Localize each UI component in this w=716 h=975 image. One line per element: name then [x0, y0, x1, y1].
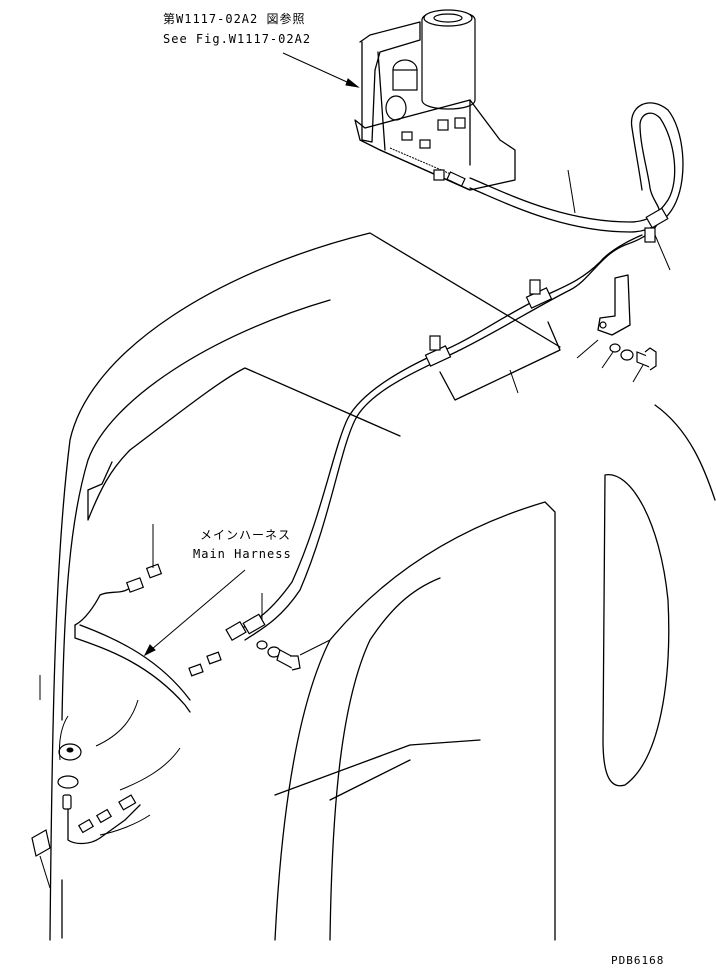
- main-harness-label-jp: メインハーネス: [200, 528, 292, 542]
- rear-side-window: [602, 474, 670, 787]
- figure-code: PDB6168: [611, 954, 665, 967]
- bracket-bolt-assembly: [597, 274, 657, 371]
- roof-panel-section: [439, 321, 561, 401]
- clamp-bolt-assembly: [256, 640, 301, 671]
- interior-harness-branch: [74, 563, 222, 713]
- room-lamp-assembly: [31, 743, 141, 857]
- cab-rear-edge: [654, 404, 716, 501]
- door-frame: [61, 501, 556, 941]
- harness-clamps: [225, 207, 669, 642]
- leader-lines: [39, 52, 671, 889]
- main-harness-label-en: Main Harness: [193, 547, 292, 561]
- reference-label-en: See Fig.W1117-02A2: [163, 32, 312, 46]
- cab-roof-outline: [49, 232, 561, 941]
- wiper-motor-assembly: [354, 9, 516, 191]
- front-window-frame: [87, 367, 401, 521]
- reference-label-jp: 第W1117-02A2 図参照: [163, 12, 306, 26]
- lower-cab-trim: [274, 739, 481, 801]
